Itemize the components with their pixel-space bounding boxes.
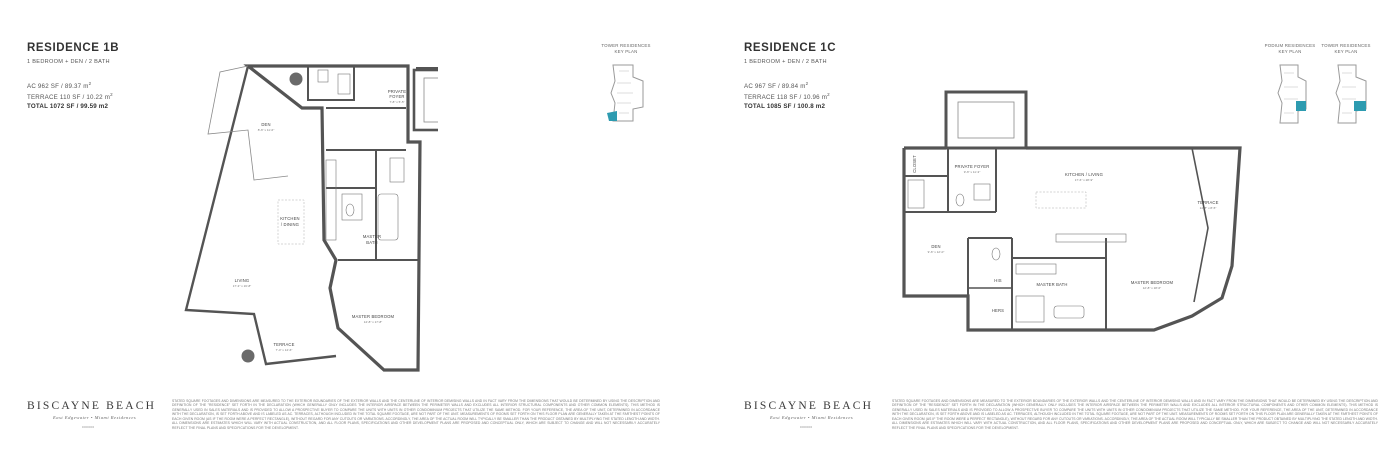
room-foyer: PRIVATE [388,89,406,94]
room-his: HIS [994,278,1001,283]
svg-text:9'-6" x 12'-0": 9'-6" x 12'-0" [928,250,945,254]
svg-text:8'-6" x 11'-6": 8'-6" x 11'-6" [258,128,275,132]
svg-text:FOYER: FOYER [389,94,404,99]
ac-area: AC 967 SF / 89.84 m2 [744,81,809,91]
svg-text:12'-8" x 18'-6": 12'-8" x 18'-6" [1143,286,1161,290]
svg-text:9'-6" x 11'-3": 9'-6" x 11'-3" [964,170,981,174]
total-area: TOTAL 1085 SF / 100.8 m2 [744,103,826,110]
residence-1b-page: RESIDENCE 1B 1 BEDROOM + DEN / 2 BATH AC… [27,42,660,430]
room-den: DEN [261,122,270,127]
room-den: DEN [931,244,940,249]
disclaimer: Stated square footages and dimensions ar… [172,399,660,430]
room-kitchen-living: KITCHEN / LIVING [1065,172,1103,177]
tower-keyplan [1335,64,1367,124]
tower-keyplan-label: TOWER RESIDENCES KEY PLAN [1321,43,1371,54]
ac-area: AC 962 SF / 89.37 m2 [27,81,92,91]
room-master-bath: MASTER BATH [1036,282,1067,287]
svg-text:/ DINING: / DINING [281,222,299,227]
terrace-area: TERRACE 110 SF / 10.22 m2 [27,92,113,102]
brand-tagline: East Edgewater • Miami Residences [770,415,854,420]
podium-keyplan-label: PODIUM RESIDENCES KEY PLAN [1264,43,1316,54]
brand-mark: 000000 [800,425,813,429]
residence-subtitle: 1 BEDROOM + DEN / 2 BATH [744,59,827,65]
floor-plan-1c: CLOSET PRIVATE FOYER 9'-6" x 11'-3" KITC… [902,90,1242,332]
residence-title: RESIDENCE 1B [27,42,120,54]
floor-plan-1b: DEN 8'-6" x 11'-6" KITCHEN / DINING LIVI… [184,64,438,372]
residence-subtitle: 1 BEDROOM + DEN / 2 BATH [27,59,110,65]
svg-text:BATH: BATH [366,240,377,245]
room-terrace: TERRACE [1197,200,1218,205]
room-terrace: TERRACE [273,342,294,347]
room-master-bedroom: MASTER BEDROOM [1131,280,1174,285]
tower-keyplan [607,64,644,122]
brand-mark: 000000 [82,425,95,429]
total-area: TOTAL 1072 SF / 99.59 m2 [27,103,109,110]
svg-text:14'-8" x 17'-8": 14'-8" x 17'-8" [364,320,382,324]
brand-name: BISCAYNE BEACH [27,400,157,412]
residence-1c-page: RESIDENCE 1C 1 BEDROOM + DEN / 2 BATH AC… [700,0,1400,453]
residence-title: RESIDENCE 1C [744,42,837,54]
room-foyer: PRIVATE FOYER [955,164,990,169]
room-kitchen: KITCHEN [280,216,299,221]
room-master-bedroom: MASTER BEDROOM [352,314,395,319]
disclaimer: Stated square footages and dimensions ar… [892,399,1378,430]
keyplan-label: TOWER RESIDENCES KEY PLAN [601,43,651,54]
room-closet: CLOSET [912,155,917,173]
svg-text:7'-4" x 14'-6": 7'-4" x 14'-6" [276,348,293,352]
podium-keyplan [1277,64,1307,124]
brand-tagline: East Edgewater • Miami Residences [53,415,137,420]
room-hers: HERS [992,308,1004,313]
svg-text:17'-3" x 16'-8": 17'-3" x 16'-8" [233,284,251,288]
svg-text:14'-8" x 8'-5": 14'-8" x 8'-5" [1200,206,1217,210]
svg-text:7'-8" x 5'-5": 7'-8" x 5'-5" [389,100,404,104]
room-living: LIVING [235,278,250,283]
svg-text:17'-6" x 28'-9": 17'-6" x 28'-9" [1075,178,1093,182]
room-master-bath: MASTER [363,234,381,239]
brand-name: BISCAYNE BEACH [744,400,874,412]
terrace-area: TERRACE 118 SF / 10.96 m2 [744,92,830,102]
